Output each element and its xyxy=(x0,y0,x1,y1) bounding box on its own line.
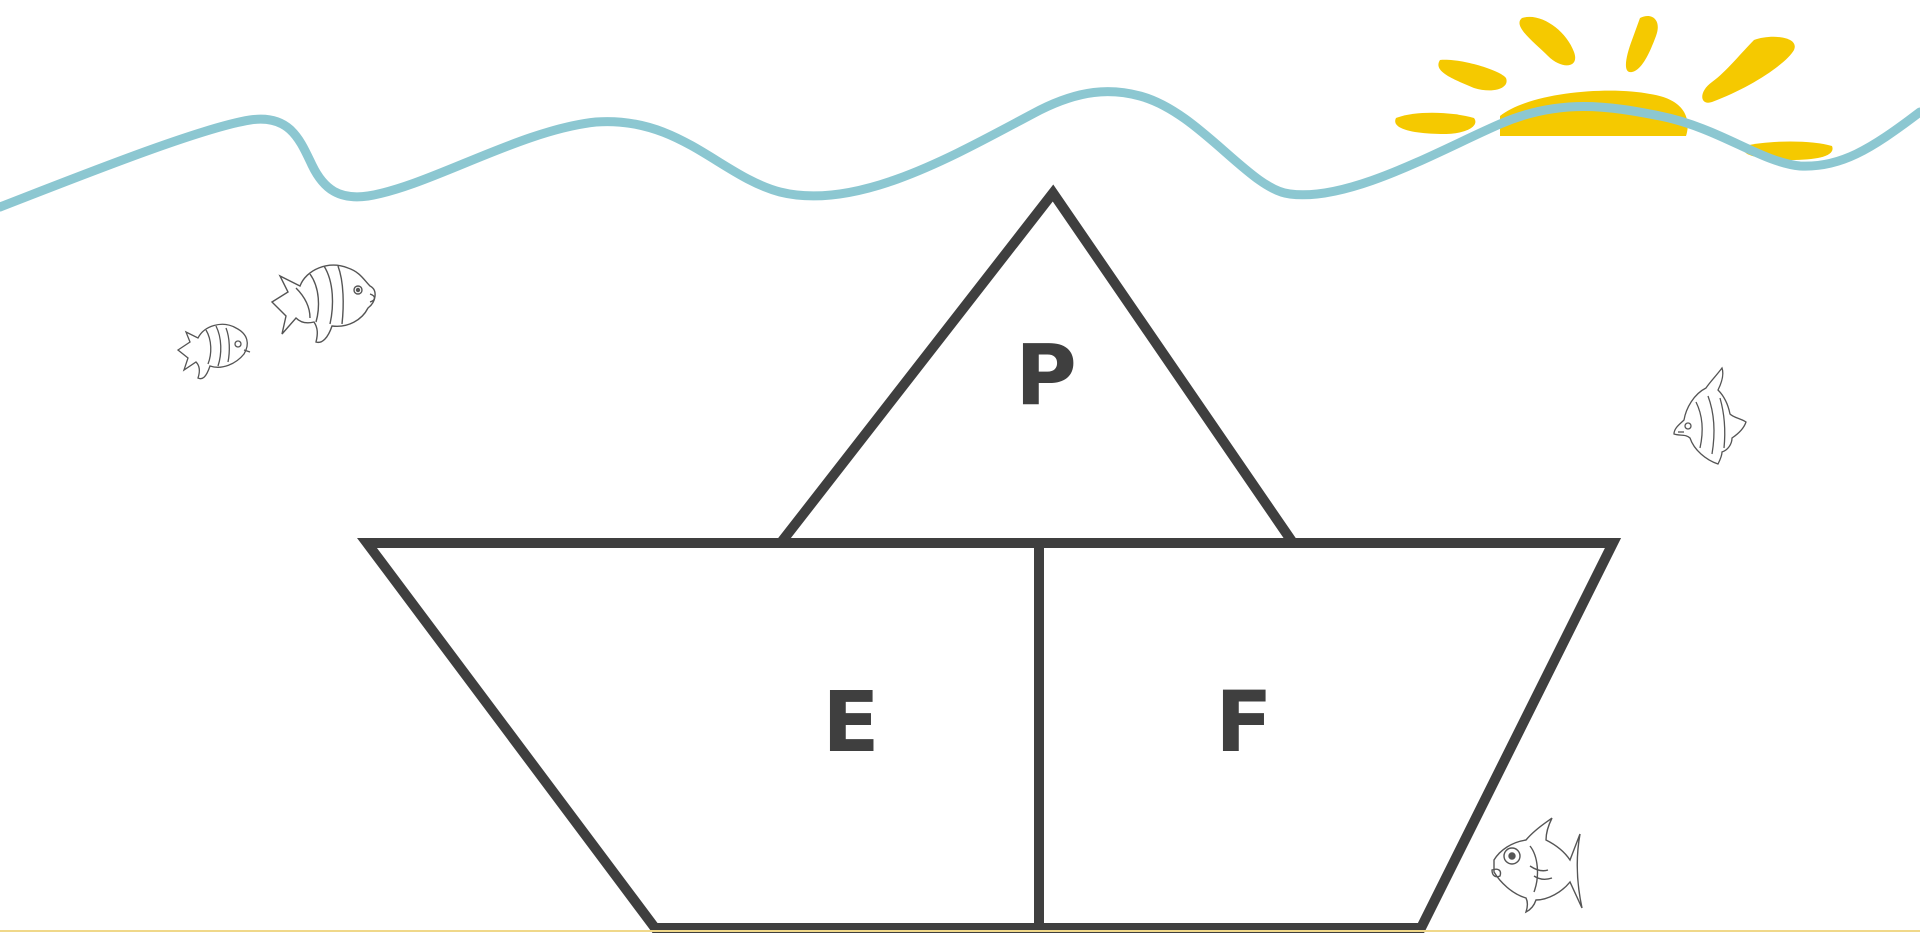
hull-left-label: E xyxy=(822,673,879,771)
sail-label: P xyxy=(1015,326,1077,424)
fish-icon xyxy=(272,265,375,342)
fish-icon xyxy=(1674,368,1746,464)
boat xyxy=(367,193,1613,928)
sun-ray xyxy=(1626,16,1658,72)
sun-ray xyxy=(1519,17,1575,66)
wave-line xyxy=(0,92,1920,207)
sun-ray xyxy=(1702,37,1795,103)
sun-ray xyxy=(1395,113,1475,134)
fish-icon xyxy=(178,324,250,378)
hull-trapezoid xyxy=(367,543,1613,928)
sun-ray xyxy=(1438,60,1506,91)
fish-icon xyxy=(1492,818,1582,912)
hull-right-label: F xyxy=(1215,673,1272,771)
